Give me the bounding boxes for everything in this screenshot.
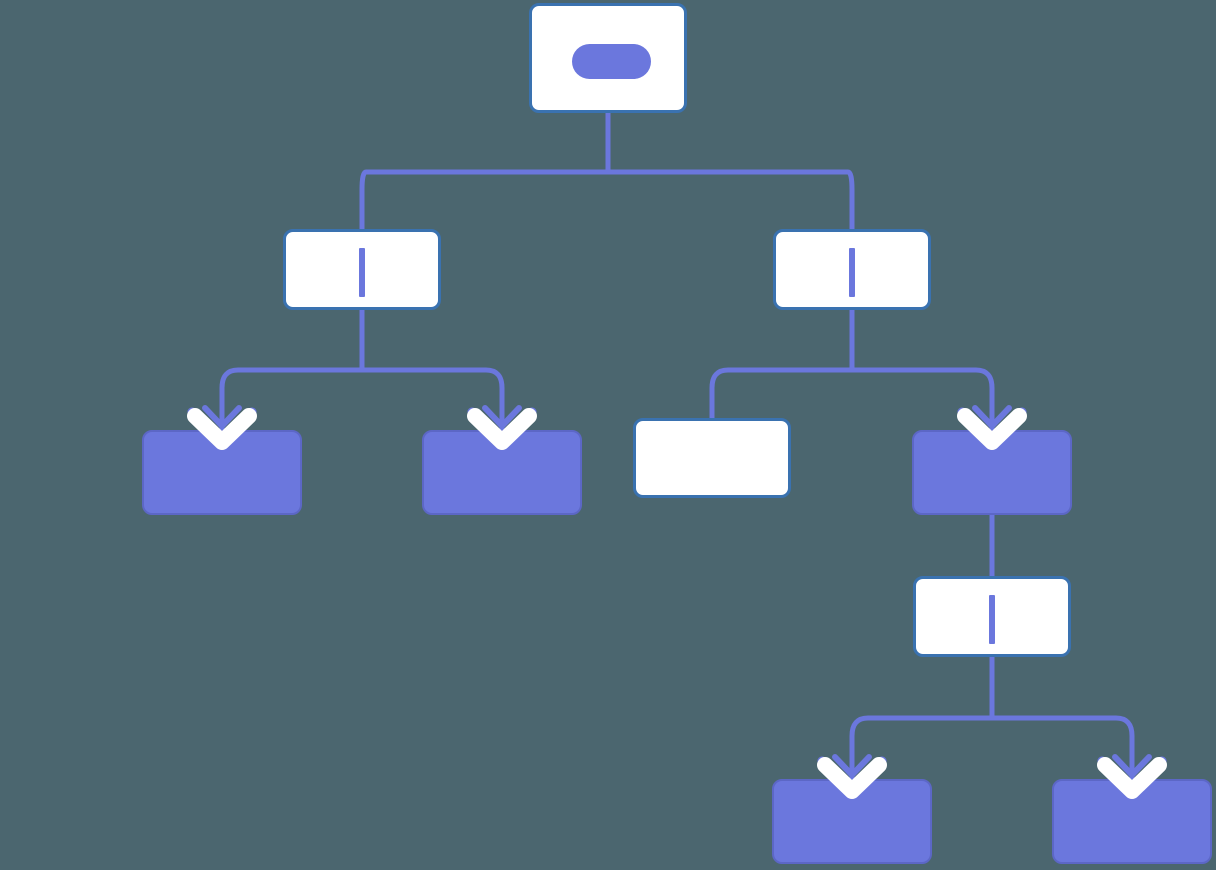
node-divider-bar	[359, 248, 365, 297]
edge-e-bus2-b	[362, 367, 505, 430]
node-n-left-2[interactable]	[283, 229, 441, 310]
edge-e-bus3-b	[852, 367, 995, 430]
chevron-tip	[972, 405, 1012, 429]
edge-e-bus4-a	[849, 715, 992, 779]
node-divider-bar	[849, 248, 855, 297]
node-n-right-2[interactable]	[773, 229, 931, 310]
edge-e-bus1-right	[359, 169, 608, 229]
node-n-right-3a[interactable]	[633, 418, 791, 498]
edge-e-bus4-b	[992, 715, 1135, 779]
chevron-tip	[482, 405, 522, 429]
node-n-right-3b[interactable]	[912, 430, 1072, 515]
chevron-tip	[832, 754, 872, 778]
chevron-tip	[1112, 754, 1152, 778]
node-divider-bar	[989, 595, 995, 644]
node-root[interactable]	[529, 3, 687, 113]
edge-e-bus3-a	[709, 367, 852, 418]
node-n-left-3b[interactable]	[422, 430, 582, 515]
chevron-tip	[202, 405, 242, 429]
node-pill-badge[interactable]	[572, 44, 651, 79]
node-n-left-3a[interactable]	[142, 430, 302, 515]
node-n-right-5b[interactable]	[1052, 779, 1212, 864]
edge-e-bus2-a	[219, 367, 362, 430]
edge-e-bus1-left	[608, 169, 855, 229]
node-n-right-5a[interactable]	[772, 779, 932, 864]
node-n-right-4[interactable]	[913, 576, 1071, 657]
